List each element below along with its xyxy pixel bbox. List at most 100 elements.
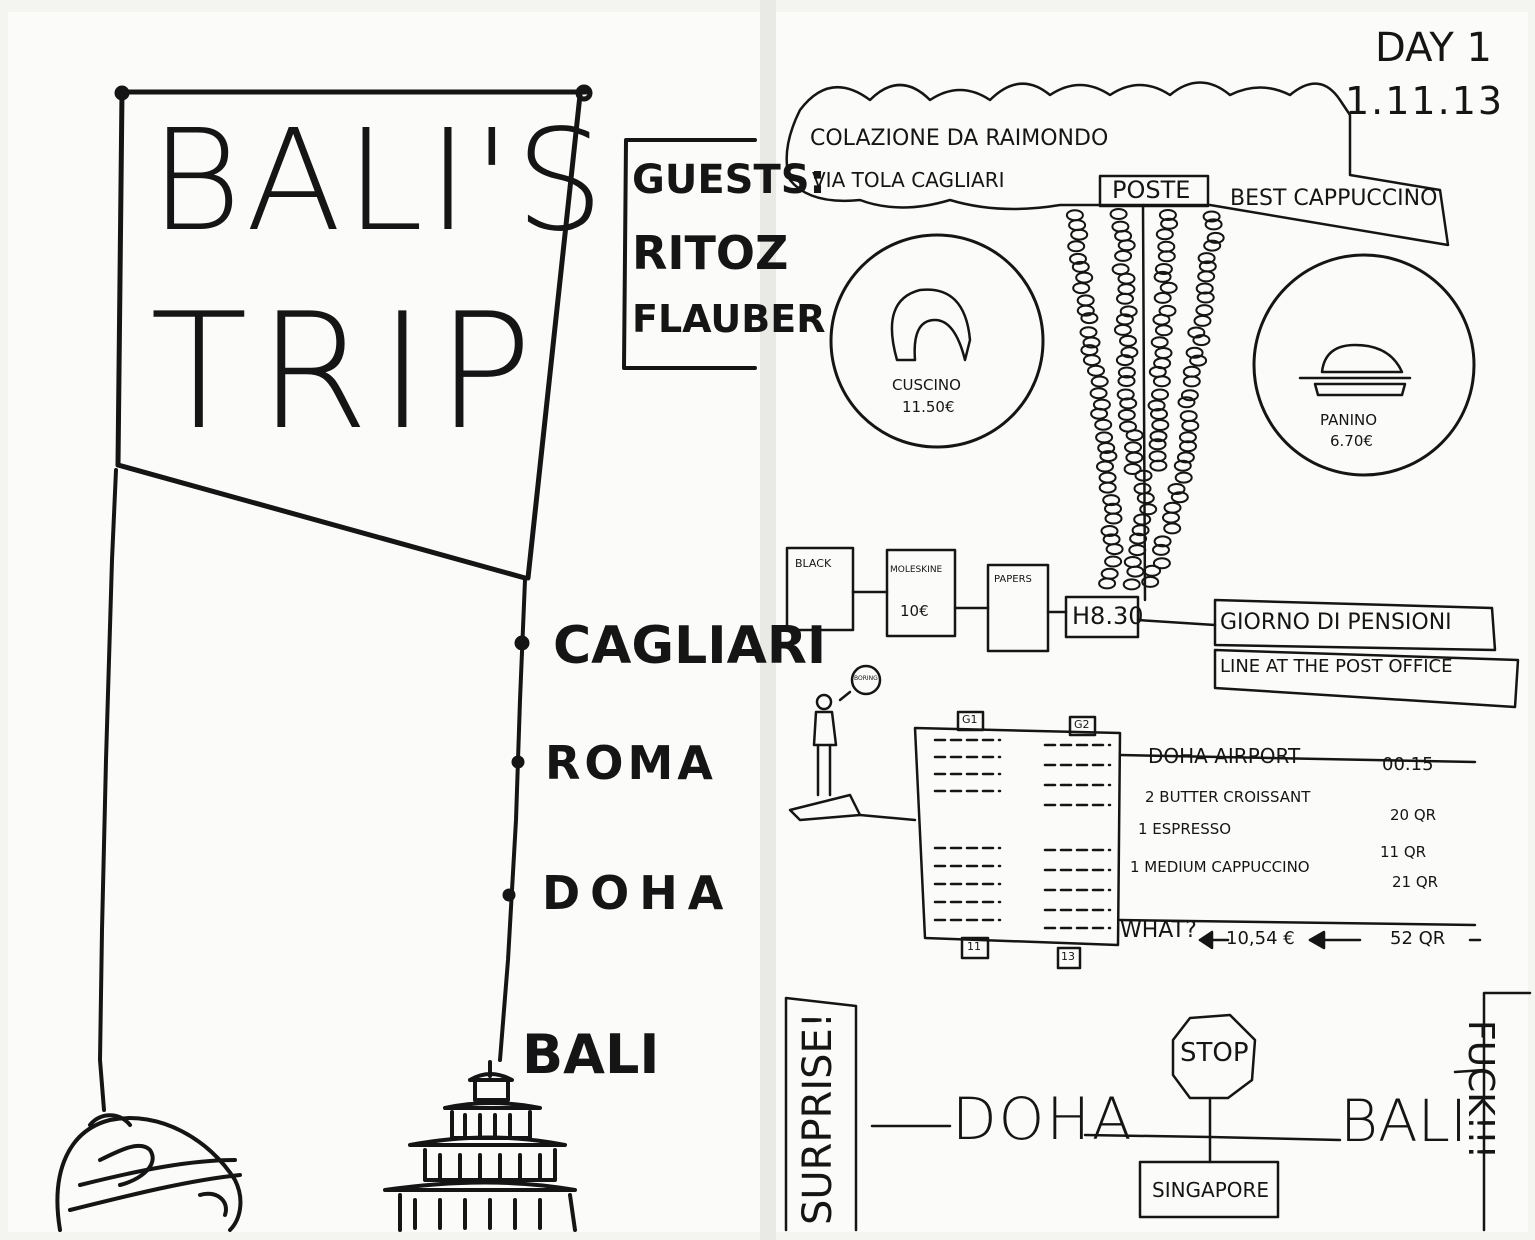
crowd-person: [1204, 218, 1223, 231]
gate-bottom-2: 13: [1061, 950, 1075, 963]
crowd-person: [1098, 577, 1117, 590]
route-stop-bali: BALI: [522, 1023, 660, 1086]
crowd-person: [1152, 375, 1171, 388]
gate-top-1: G1: [962, 713, 978, 726]
crowd-person: [1143, 564, 1162, 577]
receipt-price-2: 11 QR: [1380, 843, 1427, 861]
crowd-person: [1163, 501, 1182, 514]
crowd-person: [1100, 567, 1119, 580]
receipt-item-2: 1 ESPRESSO: [1138, 820, 1232, 838]
flow-box-moleskine: MOLESKINE: [890, 565, 943, 575]
crowd-person: [1160, 217, 1179, 230]
crowd-person: [1117, 239, 1136, 252]
pillow-icon: [890, 288, 972, 362]
crowd-person: [1068, 219, 1087, 232]
crowd-person: [1154, 347, 1173, 359]
route-dot-cagliari: [514, 635, 530, 651]
crowd-person: [1104, 512, 1123, 525]
cloud-line-1: COLAZIONE DA RAIMONDO: [810, 126, 1109, 151]
crowd-person: [1151, 419, 1170, 431]
crowd-person: [1076, 294, 1095, 307]
crowd-person: [1136, 492, 1155, 505]
crowd-person: [1123, 463, 1142, 475]
crowd-person: [1087, 364, 1105, 377]
crowd-person: [1096, 460, 1114, 473]
burger-icon: [1298, 343, 1412, 397]
crowd-person: [1119, 305, 1138, 318]
crowd-person: [1065, 209, 1084, 222]
crowd-person: [1206, 231, 1225, 244]
crowd-person: [1141, 575, 1160, 588]
receipt-item-1: 2 BUTTER CROISSANT: [1145, 788, 1311, 806]
bottom-route-diagram: [784, 991, 1532, 1232]
crowd-person: [1131, 524, 1150, 537]
crowd-person: [1189, 354, 1208, 367]
crowd-person: [1133, 513, 1152, 526]
route-stop-cagliari: CAGLIARI: [553, 616, 827, 676]
giorno-line-2: LINE AT THE POST OFFICE: [1220, 656, 1453, 677]
crowd-person: [1094, 418, 1113, 431]
crowd-person: [1153, 291, 1172, 304]
crowd-person: [1187, 326, 1206, 339]
crowd-person: [1095, 431, 1114, 444]
crowd-person: [1120, 346, 1139, 359]
crowd-person: [1196, 291, 1215, 304]
guests-box: [622, 138, 757, 370]
crowd-person: [1159, 281, 1178, 294]
flow-box-papers: PAPERS: [994, 574, 1032, 585]
crowd-person: [1097, 442, 1116, 454]
route-stop-doha: DOHA: [542, 866, 734, 920]
crowd-person: [1153, 535, 1172, 548]
crowd-person: [1155, 228, 1174, 241]
crowd-person: [1117, 366, 1136, 379]
cuscino-label: CUSCINO: [892, 376, 961, 394]
crowd-person: [1197, 252, 1216, 265]
guest-name-1: RITOZ: [632, 226, 789, 280]
receipt-header-time: 00.15: [1382, 754, 1434, 775]
crowd-person: [1177, 396, 1196, 409]
crowd-person: [1174, 471, 1193, 484]
crowd-person: [1167, 483, 1186, 495]
panino-label: PANINO: [1320, 411, 1378, 429]
singapore-label: SINGAPORE: [1152, 1178, 1270, 1202]
crowd-person: [1139, 503, 1158, 516]
crowd-person: [1203, 239, 1222, 252]
crowd-person: [1148, 438, 1167, 451]
crowd-person: [1129, 532, 1148, 545]
crowd-person: [1082, 336, 1101, 349]
cuscino-circle: [829, 233, 1045, 449]
crowd-person: [1181, 419, 1200, 432]
crowd-person: [1069, 252, 1087, 265]
crowd-person: [1133, 482, 1152, 495]
receipt-euro-total: 10,54 €: [1226, 928, 1295, 949]
flow-diagram: [785, 203, 1520, 709]
crowd-person: [1113, 323, 1132, 336]
gate-top-2: G2: [1074, 718, 1090, 731]
guests-label: GUESTS:: [632, 157, 826, 203]
bottom-doha-label: DOHA: [952, 1085, 1134, 1153]
title-line1: BALI'S: [150, 100, 609, 263]
crowd-person: [1109, 208, 1128, 220]
left-notebook-page: [8, 12, 760, 1232]
title-line2: TRIP: [150, 278, 543, 465]
poste-label: POSTE: [1112, 176, 1191, 204]
crowd-person: [1067, 240, 1086, 253]
route-dot-roma: [511, 755, 525, 769]
cloud-outline: [785, 81, 1450, 247]
crowd-person: [1070, 228, 1089, 241]
crowd-person: [1075, 271, 1094, 284]
crowd-person: [1117, 375, 1136, 387]
crowd-person: [1152, 313, 1171, 326]
crowd-person: [1147, 399, 1166, 412]
crowd-person: [1180, 389, 1199, 402]
guest-name-2: FLAUBER: [632, 297, 826, 341]
crowd-person: [1158, 209, 1177, 221]
giorno-line-1: GIORNO DI PENSIONI: [1220, 610, 1452, 635]
airport-board: [858, 710, 1482, 970]
receipt-qr-total: 52 QR: [1390, 928, 1446, 949]
crowd-person: [1114, 249, 1133, 262]
crowd-person: [1119, 397, 1138, 410]
crowd-person: [1202, 210, 1221, 223]
crowd-person: [1128, 544, 1147, 557]
crowd-person: [1102, 494, 1121, 507]
